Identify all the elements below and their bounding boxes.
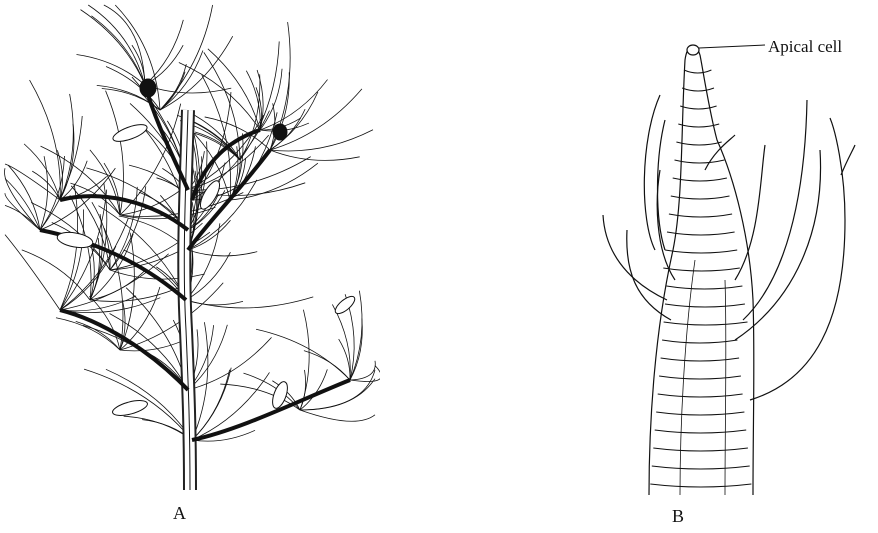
hair-filament [145, 20, 183, 85]
hair-filament [332, 304, 350, 380]
hair-filament [83, 325, 188, 390]
hair-filament [60, 298, 160, 313]
hair-filament [188, 337, 272, 390]
hair-filament [120, 104, 181, 215]
hair-filament [120, 283, 223, 350]
hair-filament [260, 80, 328, 130]
cell-wall [653, 448, 748, 451]
figure-b-caption: B [672, 506, 684, 527]
figure-b-apical-cell [687, 45, 699, 55]
hair-filament [32, 171, 60, 200]
cell-wall [659, 376, 741, 379]
figure-b-shoot-apex-illustration [585, 0, 878, 500]
hair-filament [88, 5, 145, 85]
cell-wall [656, 412, 744, 415]
hair-filament [300, 410, 375, 421]
cell-wall [663, 268, 740, 271]
hair-filament [5, 168, 40, 230]
hair-filament [60, 161, 87, 200]
cell-wall [661, 358, 740, 361]
hair-filament [300, 370, 375, 410]
figure-b-lateral-hairs [603, 95, 855, 400]
hair-filament [186, 297, 313, 308]
hair-filament [270, 150, 360, 160]
cell-wall [667, 286, 743, 289]
cell-wall [664, 322, 748, 325]
hair-filament [5, 235, 60, 310]
figure-a-caption: A [173, 503, 186, 524]
hair-filament [91, 16, 145, 85]
hair-filament [186, 300, 243, 305]
cell-wall [682, 88, 714, 91]
cell-wall [650, 484, 751, 487]
cell-wall [684, 70, 711, 73]
hair-filament [304, 351, 350, 380]
cell-wall [675, 160, 725, 163]
figure-a-branched-alga-illustration [0, 0, 380, 500]
cell-wall [665, 304, 745, 307]
hair-filament [160, 72, 185, 110]
cell-wall [667, 232, 735, 235]
cell-wall [652, 466, 750, 469]
hair-filament [188, 250, 257, 256]
cell-wall [680, 106, 716, 109]
hair-filament [40, 116, 82, 230]
apical-cell-label: Apical cell [768, 37, 842, 57]
cell-wall [665, 250, 737, 253]
cell-wall [676, 142, 721, 145]
cell-wall [658, 394, 743, 397]
figure-b-main-shoot [649, 46, 754, 495]
hair-filament [81, 10, 145, 85]
hair-filament [300, 310, 309, 410]
hair-filament [300, 370, 306, 410]
cell-wall [655, 430, 747, 433]
hair-filament [256, 329, 350, 380]
figure-b-annotation-line [699, 45, 765, 48]
hair-filament [40, 156, 48, 230]
hair-filament [56, 318, 120, 350]
hair-filament [30, 80, 61, 200]
